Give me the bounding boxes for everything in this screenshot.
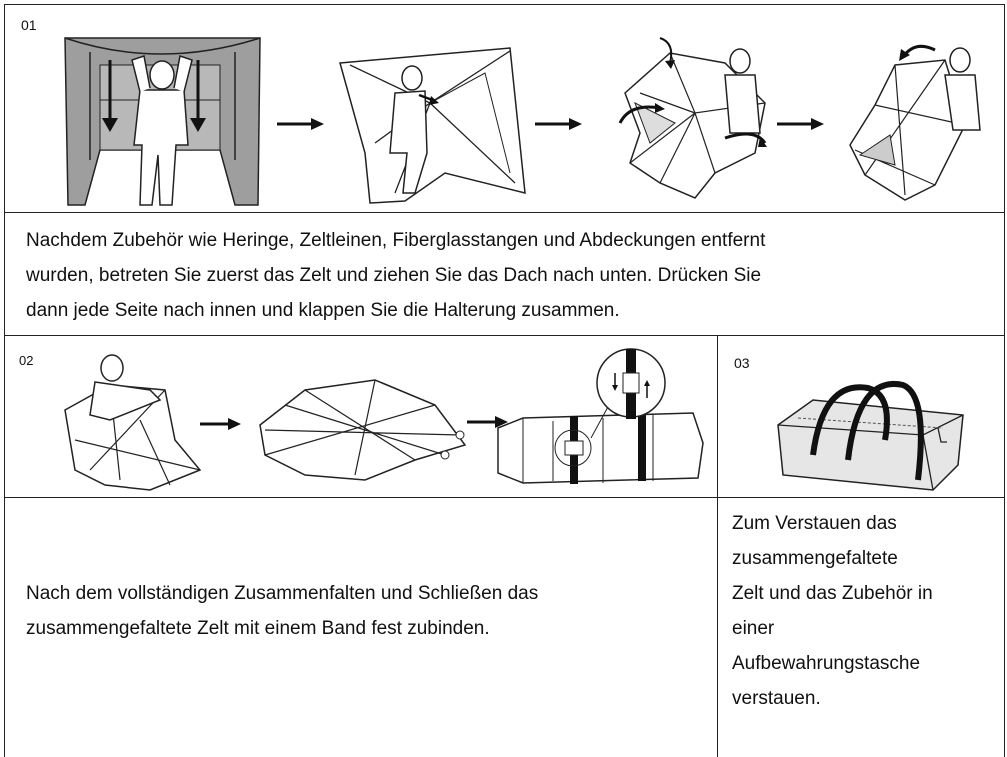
step1-description: Nachdem Zubehör wie Heringe, Zeltleinen,… xyxy=(26,223,1001,328)
step3-illustration-cell: 03 xyxy=(717,335,1005,498)
step1-line-2: wurden, betreten Sie zuerst das Zelt und… xyxy=(26,258,1001,293)
step2-illustration-cell: 02 xyxy=(4,335,718,498)
step2-number: 02 xyxy=(19,353,33,368)
right-arrow-icon xyxy=(777,117,825,131)
step3-text-cell: Zum Verstauen das zusammengefaltete Zelt… xyxy=(717,497,1005,757)
strap-buckle-icon xyxy=(493,343,713,493)
step3-line-1: Zum Verstauen das xyxy=(732,506,1004,541)
step1-illustration-cell: 01 xyxy=(4,4,1005,213)
step2-line-2: zusammengefaltete Zelt mit einem Band fe… xyxy=(26,611,716,646)
step2-line-1: Nach dem vollständigen Zusammenfalten un… xyxy=(26,576,716,611)
person-collapsing-tent-icon xyxy=(835,35,1000,205)
step1-line-3: dann jede Seite nach innen und klappen S… xyxy=(26,293,1001,328)
folding-tent-icon xyxy=(245,375,470,485)
step3-line-6: verstauen. xyxy=(732,681,1004,716)
folding-tent-icon xyxy=(615,33,775,203)
person-pulling-roof-icon xyxy=(60,30,270,210)
step1-text-cell: Nachdem Zubehör wie Heringe, Zeltleinen,… xyxy=(4,212,1005,336)
right-arrow-icon xyxy=(277,117,325,131)
step2-description: Nach dem vollständigen Zusammenfalten un… xyxy=(26,576,716,646)
step3-number: 03 xyxy=(734,355,750,371)
step3-description: Zum Verstauen das zusammengefaltete Zelt… xyxy=(732,506,1004,716)
storage-bag-icon xyxy=(773,380,968,490)
right-arrow-icon xyxy=(200,417,242,431)
step2-text-cell: Nach dem vollständigen Zusammenfalten un… xyxy=(4,497,718,757)
step3-line-3: Zelt und das Zubehör in xyxy=(732,576,1004,611)
step3-line-4: einer xyxy=(732,611,1004,646)
step1-number: 01 xyxy=(21,17,37,33)
step3-line-2: zusammengefaltete xyxy=(732,541,1004,576)
person-collapsing-tent-icon xyxy=(50,350,215,495)
person-folding-frame-icon xyxy=(335,43,530,208)
right-arrow-icon xyxy=(535,117,583,131)
step1-line-1: Nachdem Zubehör wie Heringe, Zeltleinen,… xyxy=(26,223,1001,258)
step3-line-5: Aufbewahrungstasche xyxy=(732,646,1004,681)
